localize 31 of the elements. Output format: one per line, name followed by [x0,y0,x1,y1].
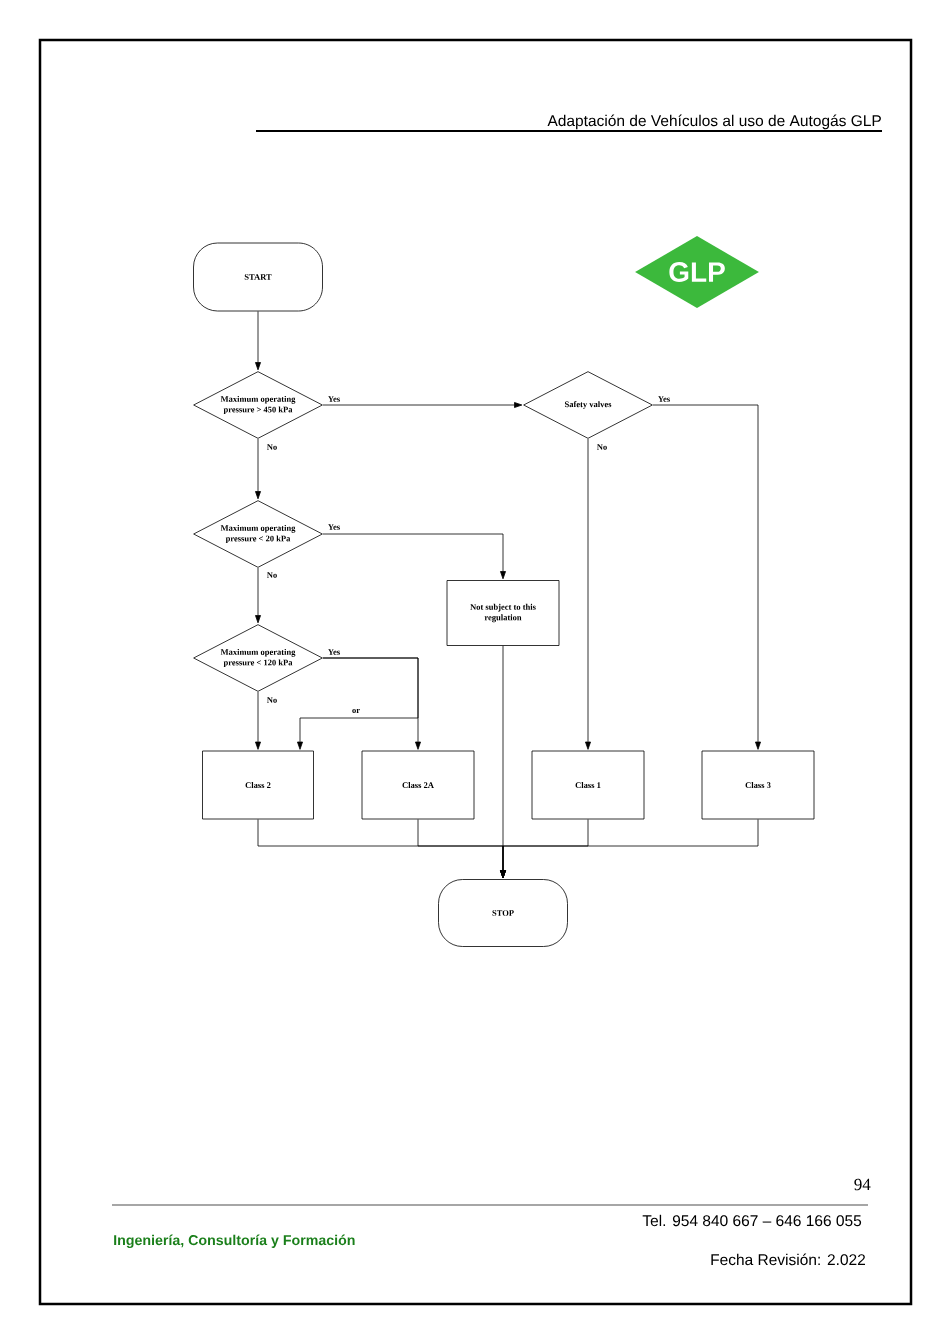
process-box: Class 1 [531,750,645,820]
phone-text: Tel. 954 840 667 – 646 166 055 [642,1214,862,1227]
rounded-terminal: START [193,242,323,312]
edge-label: or [351,707,361,715]
arrow [255,311,261,371]
rounded-terminal: STOP [438,879,568,947]
header-title: Adaptación de Vehículos al uso de Autogás GLP [547,114,881,130]
arrow [255,438,261,500]
process-box: Class 2 [202,750,314,820]
arrow [652,404,761,750]
edge-label: No [265,571,279,579]
edge-label: Yes [326,523,342,531]
edge-label: Yes [326,395,342,403]
edge-label: Yes [656,395,672,403]
arrow [500,819,759,879]
process-box: Class 2A [361,750,475,820]
page-number: 94 [854,1178,871,1191]
revision-date: Fecha Revisión: 2.022 [711,1253,865,1266]
edge-label: No [265,696,279,704]
arrow [255,567,261,624]
arrow [322,533,506,580]
arrow [322,402,523,408]
arrow [255,691,261,750]
edge-label: No [265,443,279,451]
tagline-text: Ingeniería, Consultoría y Formación [114,1234,355,1249]
edge-label: Yes [326,648,342,656]
arrow [297,657,419,750]
process-box: Class 3 [701,750,815,820]
process-box: Not subject to this regulation [446,580,560,646]
edge-label: No [595,443,609,451]
arrow [585,438,591,750]
